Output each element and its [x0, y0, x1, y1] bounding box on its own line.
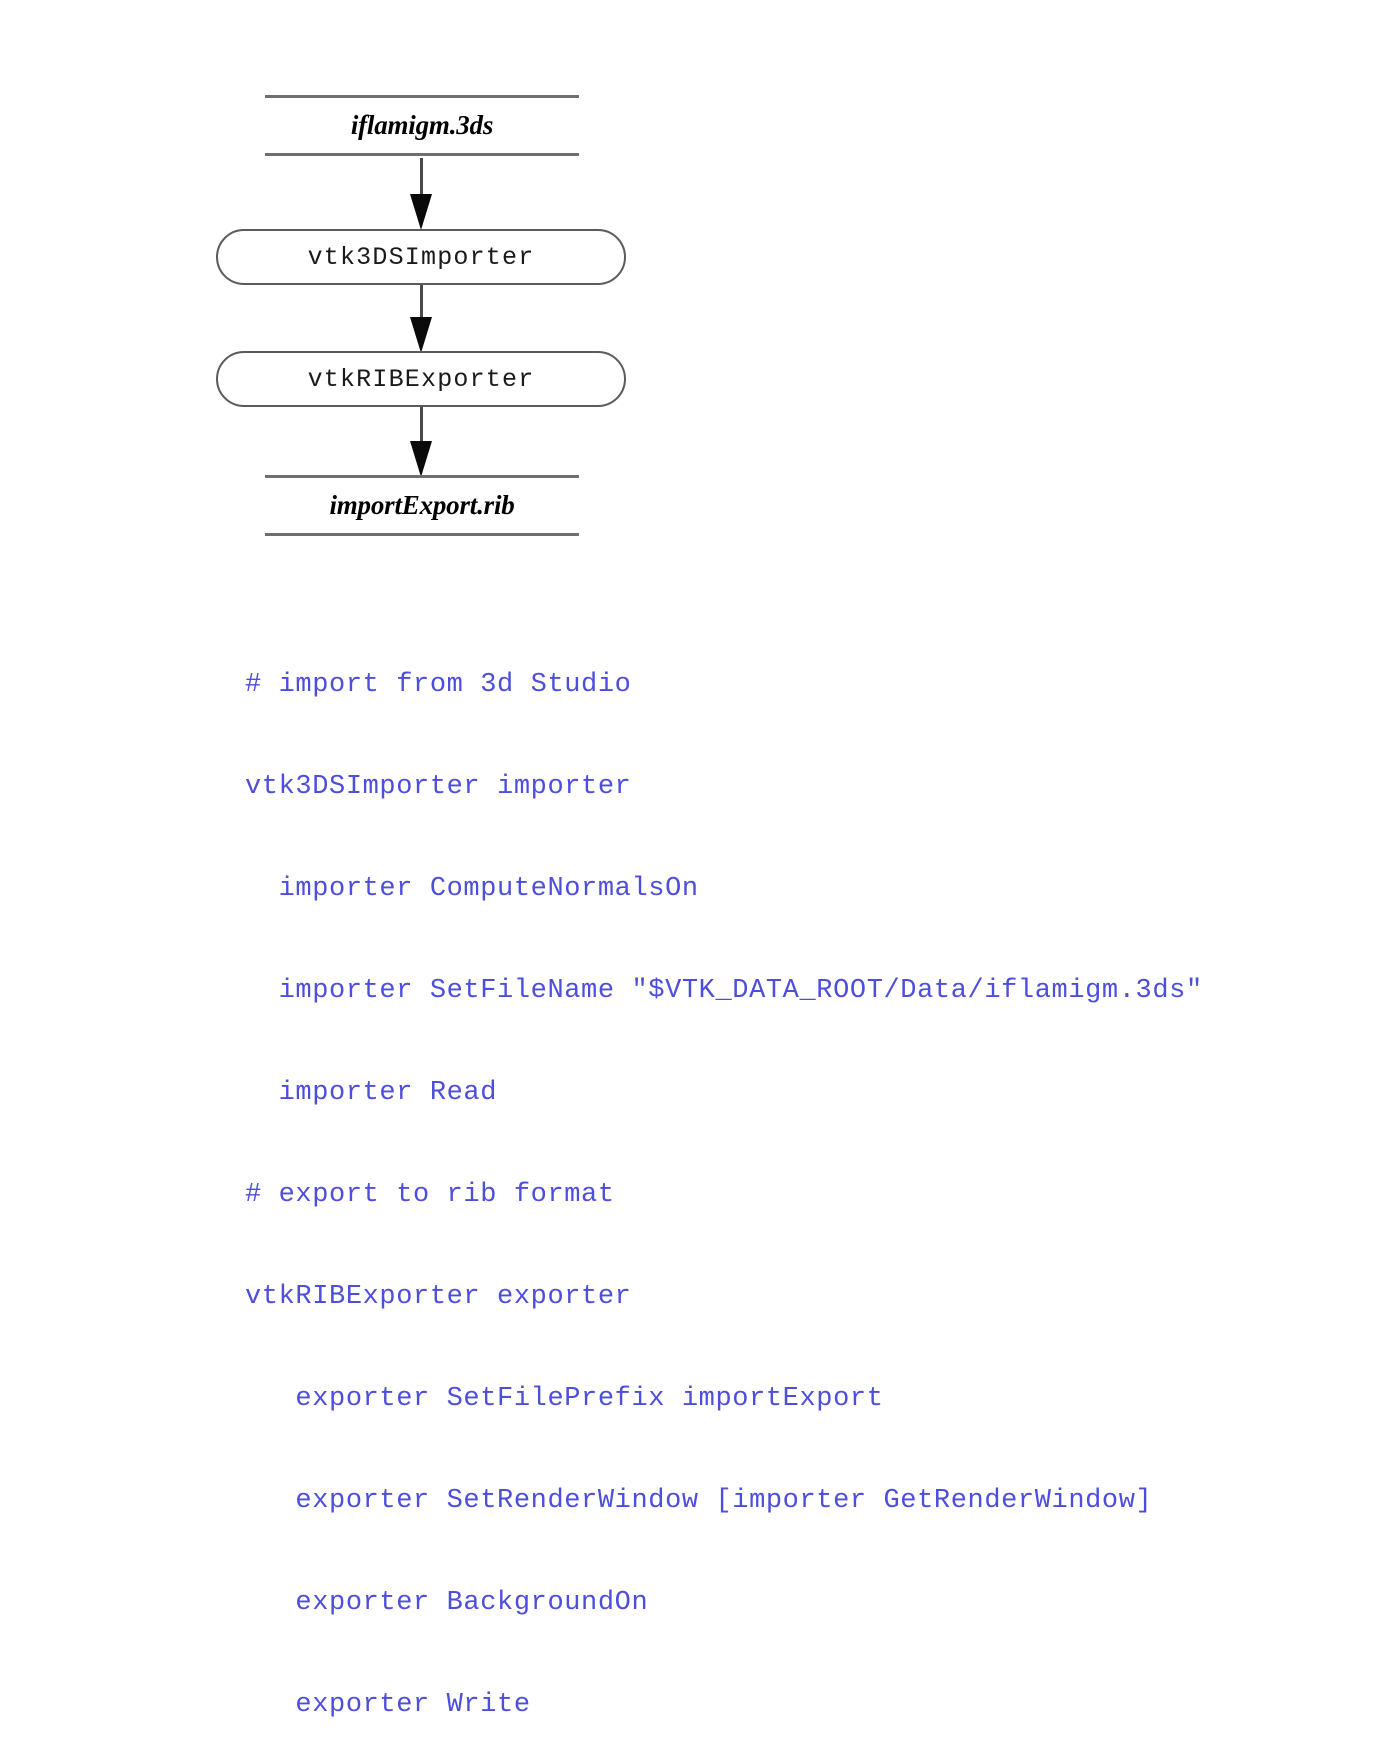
arrow-head-icon: [410, 441, 432, 477]
arrow-stem: [420, 285, 423, 321]
diagram-node-importer[interactable]: vtk3DSImporter: [216, 229, 626, 285]
code-line: # export to rib format: [245, 1180, 615, 1210]
file-node-bottom-rule: [265, 153, 579, 156]
code-line: exporter Write: [245, 1690, 531, 1720]
diagram-arrow-importer-to-exporter: [409, 285, 433, 353]
diagram-node-input-file-label: iflamigm.3ds: [350, 110, 494, 140]
code-line: importer SetFileName "$VTK_DATA_ROOT/Dat…: [245, 976, 1203, 1006]
code-line: vtk3DSImporter importer: [245, 772, 632, 802]
code-line: exporter SetFilePrefix importExport: [245, 1384, 884, 1414]
code-line: exporter SetRenderWindow [importer GetRe…: [245, 1486, 1153, 1516]
code-line: exporter BackgroundOn: [245, 1588, 649, 1618]
file-node-top-rule: [265, 475, 579, 478]
code-line: importer ComputeNormalsOn: [245, 874, 699, 904]
diagram-node-output-file: importExport.rib: [265, 475, 579, 536]
diagram-node-exporter[interactable]: vtkRIBExporter: [216, 351, 626, 407]
diagram-arrow-file-to-importer: [409, 158, 433, 230]
diagram-node-input-file: iflamigm.3ds: [265, 95, 579, 156]
diagram-arrow-exporter-to-output-file: [409, 407, 433, 479]
code-line: # import from 3d Studio: [245, 670, 632, 700]
file-node-bottom-rule: [265, 533, 579, 536]
diagram-node-output-file-label: importExport.rib: [329, 490, 515, 520]
arrow-head-icon: [410, 317, 432, 353]
arrow-stem: [420, 158, 423, 198]
arrow-stem: [420, 407, 423, 445]
arrow-head-icon: [410, 194, 432, 230]
diagram-node-importer-label: vtk3DSImporter: [307, 242, 535, 272]
code-listing: # import from 3d Studio vtk3DSImporter i…: [245, 600, 1203, 1756]
file-node-top-rule: [265, 95, 579, 98]
diagram-node-exporter-label: vtkRIBExporter: [307, 364, 535, 394]
code-line: importer Read: [245, 1078, 498, 1108]
pipeline-flow-diagram: iflamigm.3ds vtk3DSImporter vtkRIBExport…: [0, 0, 1400, 580]
code-line: vtkRIBExporter exporter: [245, 1282, 632, 1312]
